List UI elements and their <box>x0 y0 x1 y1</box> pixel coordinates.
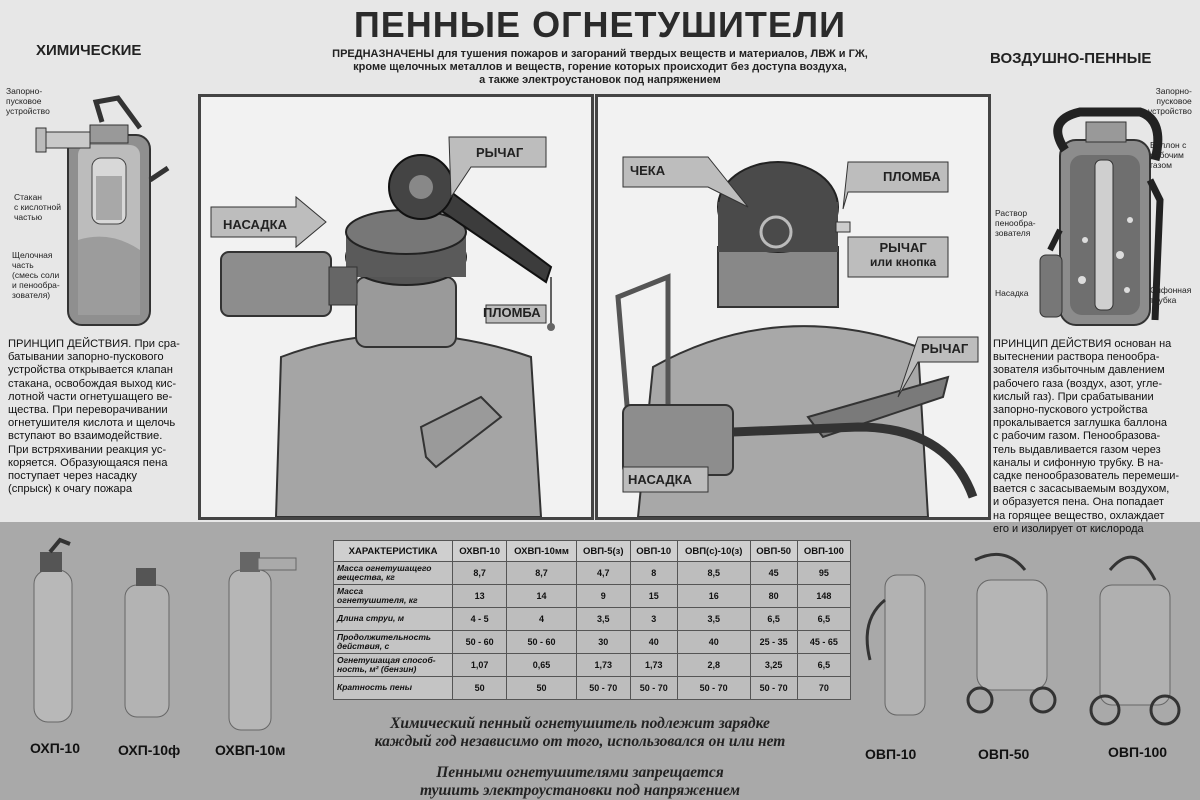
callout-lever-2: РЫЧАГ <box>921 341 969 356</box>
label-ohp-10f: ОХП-10ф <box>118 742 181 758</box>
air-nozzle-label: Насадка <box>995 288 1029 298</box>
label-ovp-100: ОВП-100 <box>1108 744 1168 760</box>
callout-nozzle: НАСАДКА <box>223 217 287 232</box>
chemical-heading: ХИМИЧЕСКИЕ <box>36 42 142 59</box>
label-ovp-10: ОВП-10 <box>865 746 917 762</box>
label-ovp-50: ОВП-50 <box>978 746 1030 762</box>
page-title: ПЕННЫЕ ОГНЕТУШИТЕЛИ <box>353 4 847 45</box>
air-foam-closeup-illustration <box>615 156 979 517</box>
callout-pin: ЧЕКА <box>630 163 666 178</box>
table-row: Огнетушащая способ-ность, м² (бензин) 1,… <box>332 653 852 677</box>
chemical-extinguisher-diagram <box>35 95 170 326</box>
panel-chemical-closeup: РЫЧАГ НАСАДКА ПЛОМБА <box>198 94 594 520</box>
label-ohp-10: ОХП-10 <box>30 740 80 756</box>
air-foam-heading: ВОЗДУШНО-ПЕННЫЕ <box>990 50 1152 67</box>
chemical-closeup-illustration <box>210 136 555 517</box>
callout-seal: ПЛОМБА <box>483 305 541 320</box>
table-header-row: ХАРАКТЕРИСТИКА ОХВП-10 ОХВП-10мм ОВП-5(з… <box>332 540 852 562</box>
callout-seal-2: ПЛОМБА <box>883 169 941 184</box>
chemical-principle: ПРИНЦИП ДЕЙСТВИЯ. При сра-батывании запо… <box>8 338 180 496</box>
label-ohvp-10m: ОХВП-10м <box>215 742 286 758</box>
air-foam-extinguisher-diagram <box>1039 107 1164 326</box>
callout-lever: РЫЧАГ <box>476 145 524 160</box>
specs-table: ХАРАКТЕРИСТИКА ОХВП-10 ОХВП-10мм ОВП-5(з… <box>332 540 852 700</box>
chemical-extinguishers-photos <box>33 537 297 731</box>
subtitle: ПРЕДНАЗНАЧЕНЫ для тушения пожаров и заго… <box>332 48 868 86</box>
callout-nozzle-2: НАСАДКА <box>628 472 692 487</box>
note-recharge: Химический пенный огнетушитель подлежит … <box>374 715 786 750</box>
air-foam-extinguishers-photos <box>865 552 1181 726</box>
